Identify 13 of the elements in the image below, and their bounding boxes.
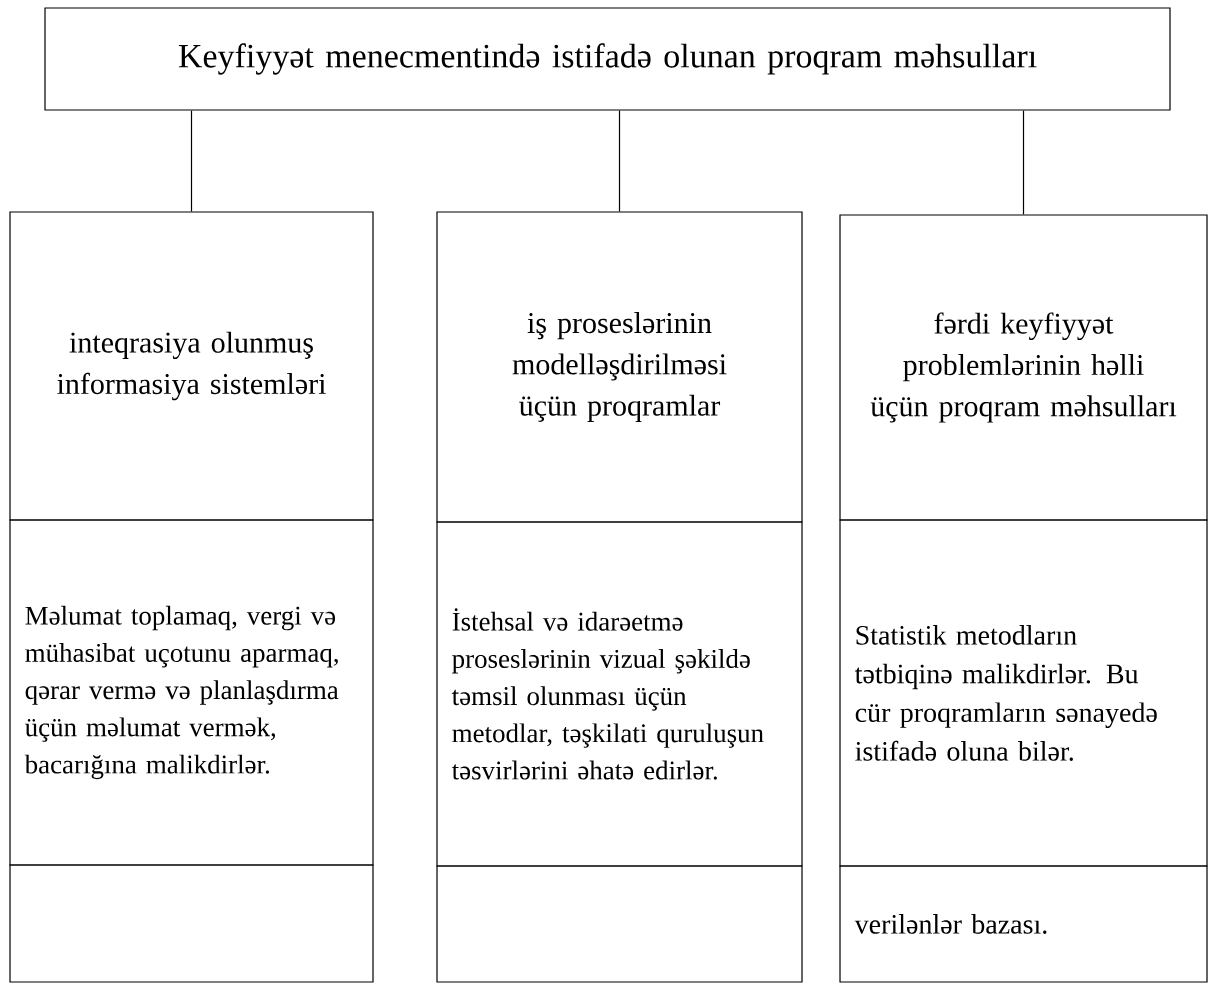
title-box: Keyfiyyət menecmentində istifadə olunan proqram məhsulları bbox=[44, 7, 1171, 111]
example-box bbox=[436, 865, 803, 983]
description-box: İstehsal və idarəetmə proseslərinin vizual şəkildə təmsil olunması üçün metodlar, təşkilati quruluşun təsvirlərini əhatə edirlər. bbox=[436, 521, 803, 867]
example-box bbox=[9, 864, 374, 983]
description-box: Statistik metodların tətbiqinə malikdirlər. Bu cür proqramların sənayedə istifadə oluna bilər. bbox=[839, 519, 1208, 867]
description-box: Məlumat toplamaq, vergi və mühasibat uçotunu aparmaq, qərar vermə və planlaşdırma üçün məlumat vermək, bacarığına malikdirlər. bbox=[9, 519, 374, 866]
category-box: iş proseslərinin modelləşdirilməsi üçün proqramlar bbox=[436, 211, 803, 523]
category-box: inteqrasiya olunmuş informasiya sistemləri bbox=[9, 211, 374, 521]
connector-line bbox=[618, 110, 621, 212]
connector-line bbox=[1022, 110, 1025, 215]
category-box: fərdi keyfiyyət problemlərinin həlli üçün proqram məhsulları bbox=[839, 214, 1208, 521]
example-box: verilənlər bazası. bbox=[839, 865, 1208, 983]
connector-line bbox=[190, 110, 193, 212]
